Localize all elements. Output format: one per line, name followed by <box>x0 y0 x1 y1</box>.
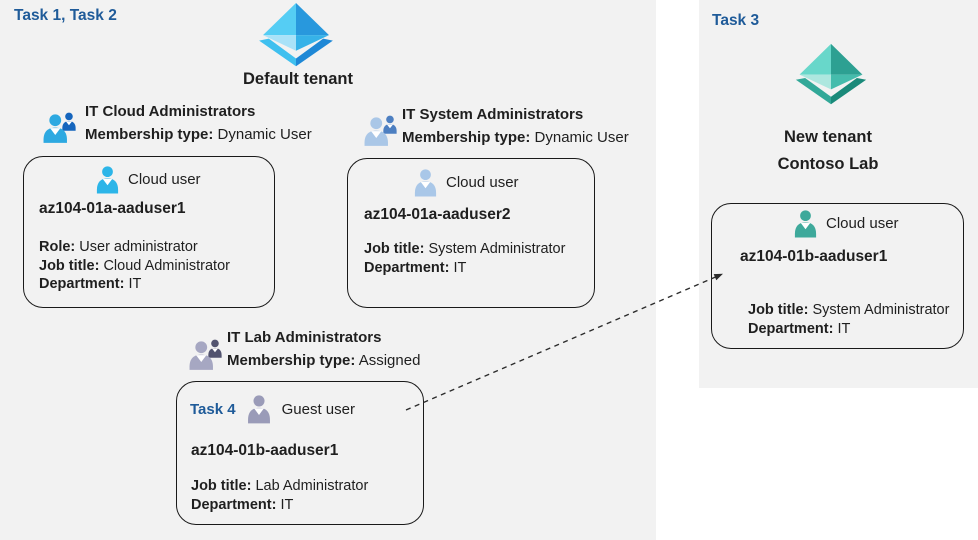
field-job-title: Job title: Lab Administrator <box>191 478 369 494</box>
azure-ad-new-tenant-icon <box>795 43 867 105</box>
group-name: IT System Administrators <box>402 106 584 123</box>
user-type-label: Cloud user <box>826 215 899 232</box>
group-name: IT Cloud Administrators <box>85 103 256 120</box>
group-membership: Membership type: Dynamic User <box>402 129 629 146</box>
cloud-user-icon <box>96 166 119 194</box>
user-fields: Job title: System Administrator Departme… <box>364 240 565 277</box>
user-fields: Role: User administrator Job title: Clou… <box>39 238 230 294</box>
group-membership: Membership type: Dynamic User <box>85 126 312 143</box>
cloud-user-icon <box>414 169 437 197</box>
default-tenant-name: Default tenant <box>242 70 353 88</box>
user-card-cloud-user-1: Cloud user az104-01a-aaduser1 Role: User… <box>23 156 275 308</box>
field-job-title: Job title: Cloud Administrator <box>39 257 230 274</box>
username: az104-01b-aaduser1 <box>740 248 888 265</box>
guest-user-icon <box>247 395 270 424</box>
group-name: IT Lab Administrators <box>227 329 382 346</box>
new-tenant-name-line1: New tenant <box>783 128 872 146</box>
field-job-title: Job title: System Administrator <box>748 302 950 318</box>
field-department: Department: IT <box>364 259 467 276</box>
new-tenant-name: New tenant Contoso Lab <box>738 124 918 178</box>
new-tenant-name-line2: Contoso Lab <box>777 155 879 173</box>
group-lab-admins: IT Lab Administrators Membership type: A… <box>227 329 420 369</box>
user-card-new-tenant-cloud-user: Cloud user az104-01b-aaduser1 Job title:… <box>711 203 964 349</box>
group-icon-cloud-admins <box>43 112 76 143</box>
group-membership: Membership type: Assigned <box>227 352 421 369</box>
task-3-label: Task 3 <box>712 12 760 29</box>
group-icon-system-admins <box>364 115 397 146</box>
task-1-2-label: Task 1, Task 2 <box>14 7 117 24</box>
username: az104-01a-aaduser2 <box>364 206 511 223</box>
user-card-guest-user: Task 4 Guest user az104-01b-aaduser1 Job… <box>176 381 424 525</box>
azure-ad-tenant-icon <box>259 2 333 67</box>
user-type-label: Guest user <box>281 400 355 418</box>
field-role: Role: User administrator <box>39 239 198 255</box>
group-system-admins: IT System Administrators Membership type… <box>402 106 629 146</box>
user-fields: Job title: System Administrator Departme… <box>748 301 949 338</box>
user-type-label: Cloud user <box>446 174 519 191</box>
group-cloud-admins: IT Cloud Administrators Membership type:… <box>85 103 312 143</box>
cloud-user-icon <box>794 210 817 238</box>
user-card-cloud-user-2: Cloud user az104-01a-aaduser2 Job title:… <box>347 158 595 308</box>
field-department: Department: IT <box>191 496 294 513</box>
task-4-label: Task 4 <box>190 400 236 418</box>
username: az104-01b-aaduser1 <box>191 442 339 459</box>
field-department: Department: IT <box>748 320 851 337</box>
field-department: Department: IT <box>39 276 142 293</box>
field-job-title: Job title: System Administrator <box>364 241 566 257</box>
user-fields: Job title: Lab Administrator Department:… <box>191 477 368 514</box>
group-icon-lab-admins <box>189 339 222 370</box>
username: az104-01a-aaduser1 <box>39 200 186 217</box>
default-tenant-panel <box>0 0 656 540</box>
user-type-label: Cloud user <box>128 171 201 188</box>
